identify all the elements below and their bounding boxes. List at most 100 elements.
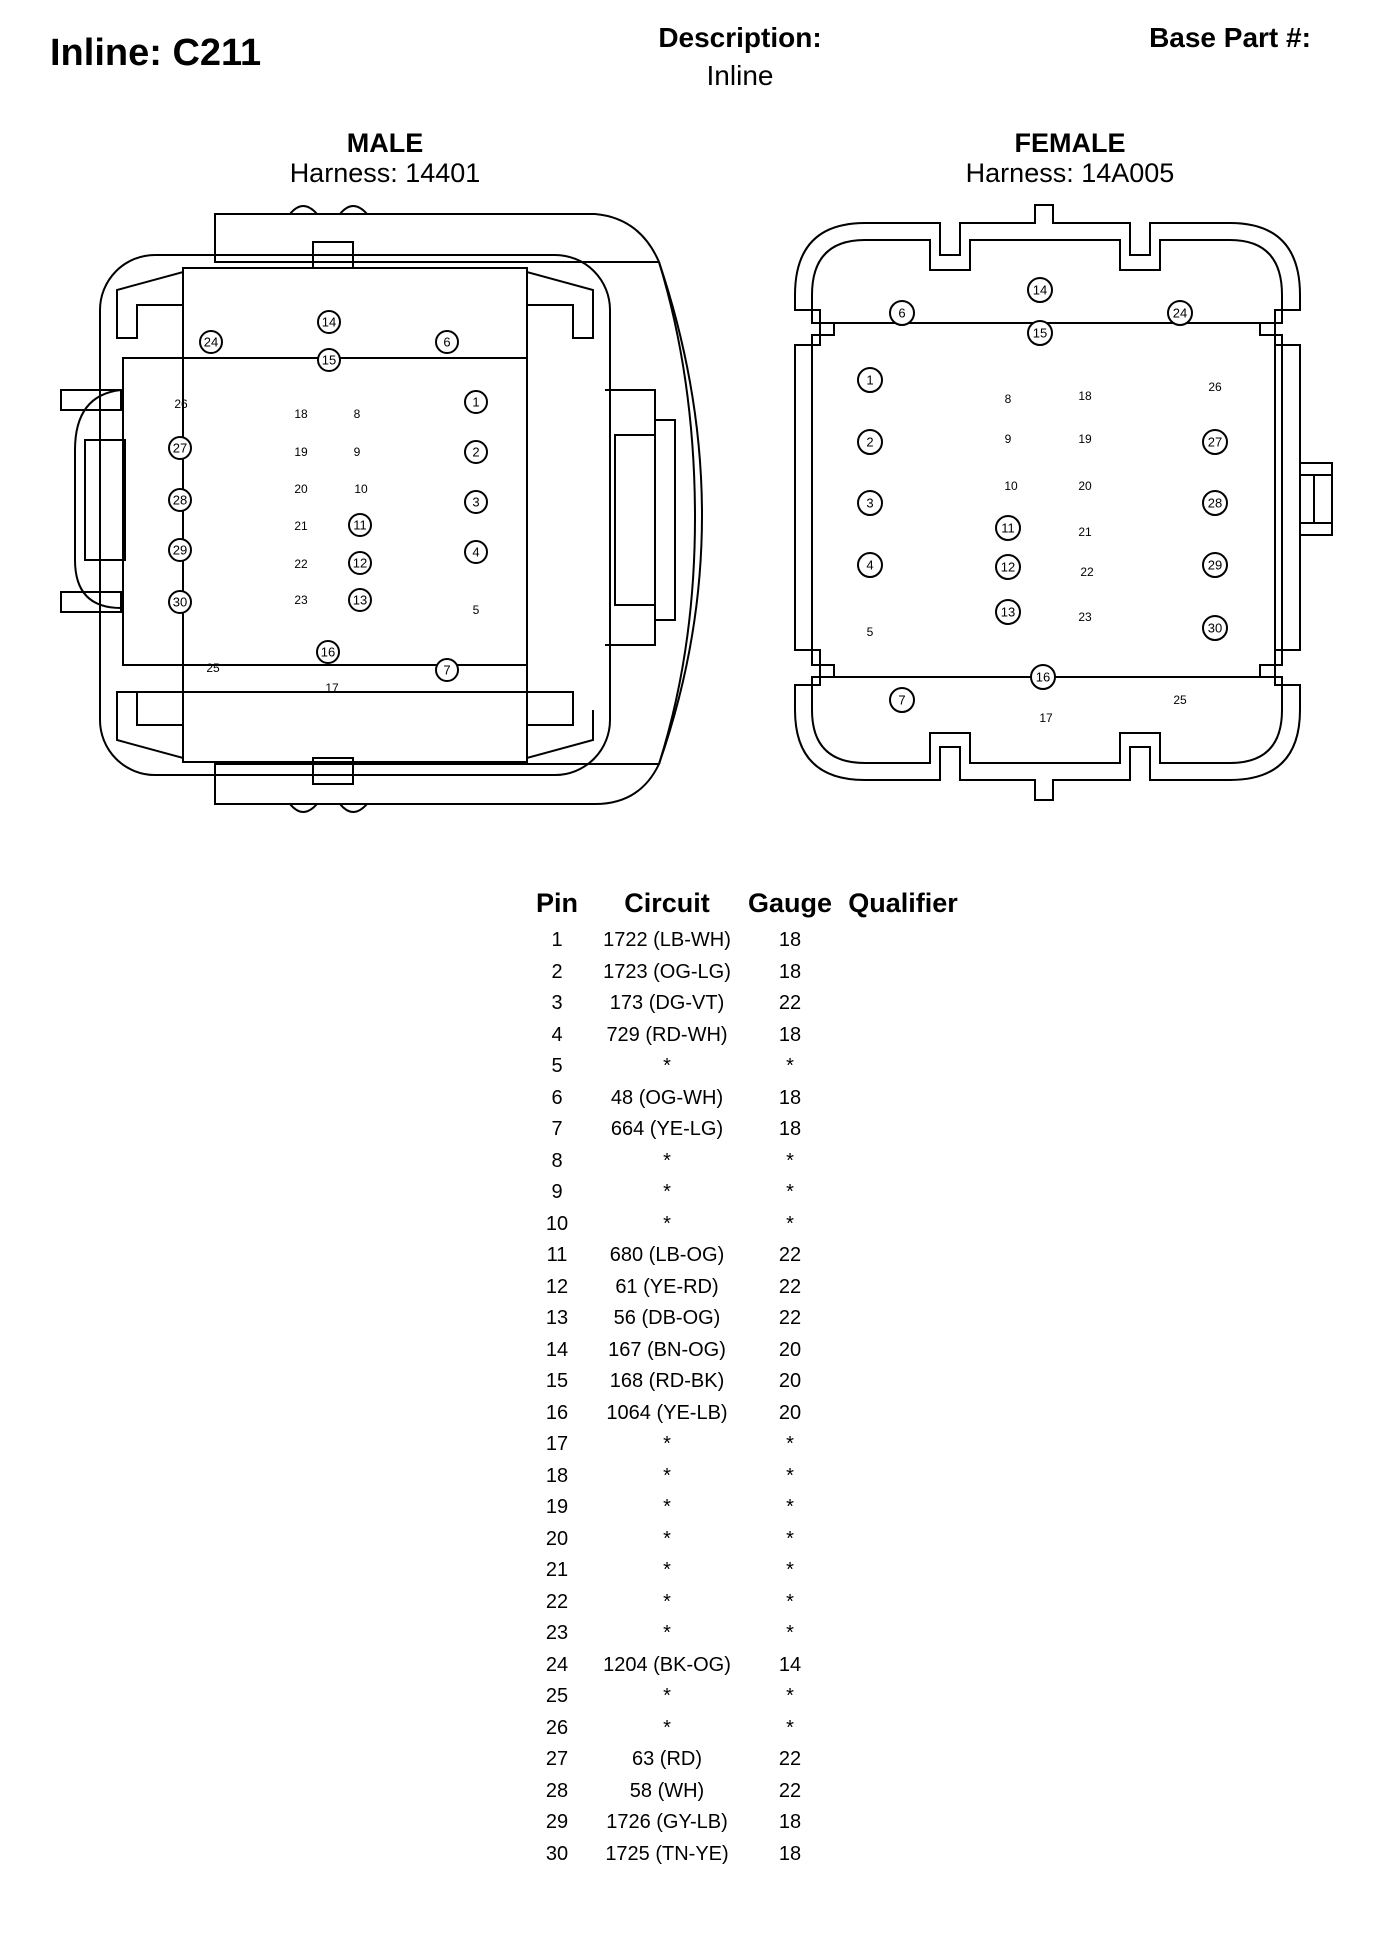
gauge-cell: *: [786, 1496, 794, 1519]
table-row: 19**: [520, 1492, 966, 1524]
table-row: 10 * *: [520, 1209, 966, 1241]
circuit-cell: *: [663, 1433, 671, 1456]
gauge-cell: *: [786, 1527, 794, 1550]
female-pin-label: 13: [1001, 605, 1015, 620]
male-pin-27: 27: [168, 436, 192, 460]
male-pin-label: 16: [321, 645, 335, 660]
circuit-cell: *: [663, 1527, 671, 1550]
male-pin-label: 28: [173, 493, 187, 508]
gauge-cell: 18: [778, 1023, 802, 1046]
qualifier-cell: [840, 1524, 966, 1556]
pin-cell: 26: [545, 1716, 569, 1739]
female-pin-3: 3: [857, 490, 883, 516]
pin-cell: 19: [545, 1496, 569, 1519]
qualifier-cell: [840, 1272, 966, 1304]
male-pin-label: 24: [204, 335, 218, 350]
pin-cell: 6: [551, 1086, 563, 1109]
pin-cell: 5: [551, 1055, 563, 1078]
male-pin-label: 29: [173, 543, 187, 558]
male-connector-diagram: 24 14 15 6 1 27 2 28 3 29 11 4 12 30 13 …: [55, 200, 705, 840]
gauge-cell: 22: [778, 1779, 802, 1802]
female-pin-8: 8: [1005, 392, 1012, 406]
header-pin: Pin: [535, 888, 578, 918]
circuit-cell: *: [663, 1212, 671, 1235]
female-pin-25: 25: [1173, 693, 1187, 707]
qualifier-cell: [840, 1587, 966, 1619]
qualifier-cell: [840, 1807, 966, 1839]
gauge-cell: *: [786, 1212, 794, 1235]
female-pin-2: 2: [857, 429, 883, 455]
male-pin-label: 4: [472, 545, 479, 560]
female-pin-label: 3: [866, 496, 873, 511]
table-row: 18**: [520, 1461, 966, 1493]
male-view-label: MALE: [346, 128, 424, 158]
pin-cell: 15: [545, 1370, 569, 1393]
qualifier-cell: [840, 1555, 966, 1587]
female-pin-label: 14: [1033, 283, 1047, 298]
pin-cell: 8: [551, 1149, 563, 1172]
pin-cell: 16: [545, 1401, 569, 1424]
male-pin-23: 23: [294, 593, 308, 607]
pin-cell: 30: [545, 1842, 569, 1865]
header-gauge: Gauge: [748, 888, 833, 918]
circuit-cell: *: [663, 1559, 671, 1582]
pin-cell: 14: [545, 1338, 569, 1361]
circuit-cell: 173 (DG-VT): [609, 992, 725, 1015]
circuit-cell: 168 (RD-BK): [609, 1370, 725, 1393]
male-pin-3: 3: [464, 490, 488, 514]
male-pin-label: 14: [322, 315, 336, 330]
male-pin-16: 16: [316, 640, 340, 664]
qualifier-cell: [840, 1681, 966, 1713]
qualifier-cell: [840, 1335, 966, 1367]
pin-cell: 22: [545, 1590, 569, 1613]
qualifier-cell: [840, 1776, 966, 1808]
male-pin-label: 30: [173, 595, 187, 610]
male-pin-14: 14: [317, 310, 341, 334]
circuit-cell: *: [663, 1590, 671, 1613]
male-pin-label: 3: [472, 495, 479, 510]
pin-cell: 2: [551, 960, 563, 983]
gauge-cell: *: [786, 1055, 794, 1078]
female-pin-22: 22: [1080, 565, 1094, 579]
pin-cell: 7: [551, 1118, 563, 1141]
pin-cell: 28: [545, 1779, 569, 1802]
circuit-cell: *: [663, 1181, 671, 1204]
pin-cell: 11: [546, 1244, 568, 1267]
male-pin-1: 1: [464, 390, 488, 414]
description-label: Description:: [658, 22, 822, 53]
female-pin-23: 23: [1078, 610, 1092, 624]
qualifier-cell: [840, 1461, 966, 1493]
female-pin-13: 13: [995, 599, 1021, 625]
female-pin-1: 1: [857, 367, 883, 393]
female-pin-label: 4: [866, 558, 873, 573]
circuit-cell: 58 (WH): [629, 1779, 705, 1802]
female-pin-label: 28: [1208, 496, 1222, 511]
female-pin-20: 20: [1078, 479, 1092, 493]
table-row: 5**: [520, 1051, 966, 1083]
female-pin-21: 21: [1078, 525, 1092, 539]
female-pin-label: 24: [1173, 306, 1187, 321]
female-pin-27: 27: [1202, 429, 1228, 455]
female-pin-29: 29: [1202, 552, 1228, 578]
female-pin-label: 11: [1001, 521, 1015, 536]
male-pin-17: 17: [325, 681, 339, 695]
male-pin-13: 13: [348, 588, 372, 612]
male-pin-label: 15: [322, 353, 336, 368]
male-pin-26: 26: [174, 397, 188, 411]
female-pin-18: 18: [1078, 389, 1092, 403]
gauge-cell: 22: [778, 1244, 802, 1267]
circuit-cell: 48 (OG-WH): [610, 1086, 724, 1109]
female-harness-label: Harness: 14A005: [965, 158, 1175, 188]
pin-cell: 10: [545, 1212, 569, 1235]
qualifier-cell: [840, 1366, 966, 1398]
female-pin-label: 2: [866, 435, 873, 450]
table-row: 26**: [520, 1713, 966, 1745]
pin-cell: 23: [545, 1622, 569, 1645]
qualifier-cell: [840, 1618, 966, 1650]
male-pin-20: 20: [294, 482, 308, 496]
female-pin-5: 5: [867, 625, 874, 639]
